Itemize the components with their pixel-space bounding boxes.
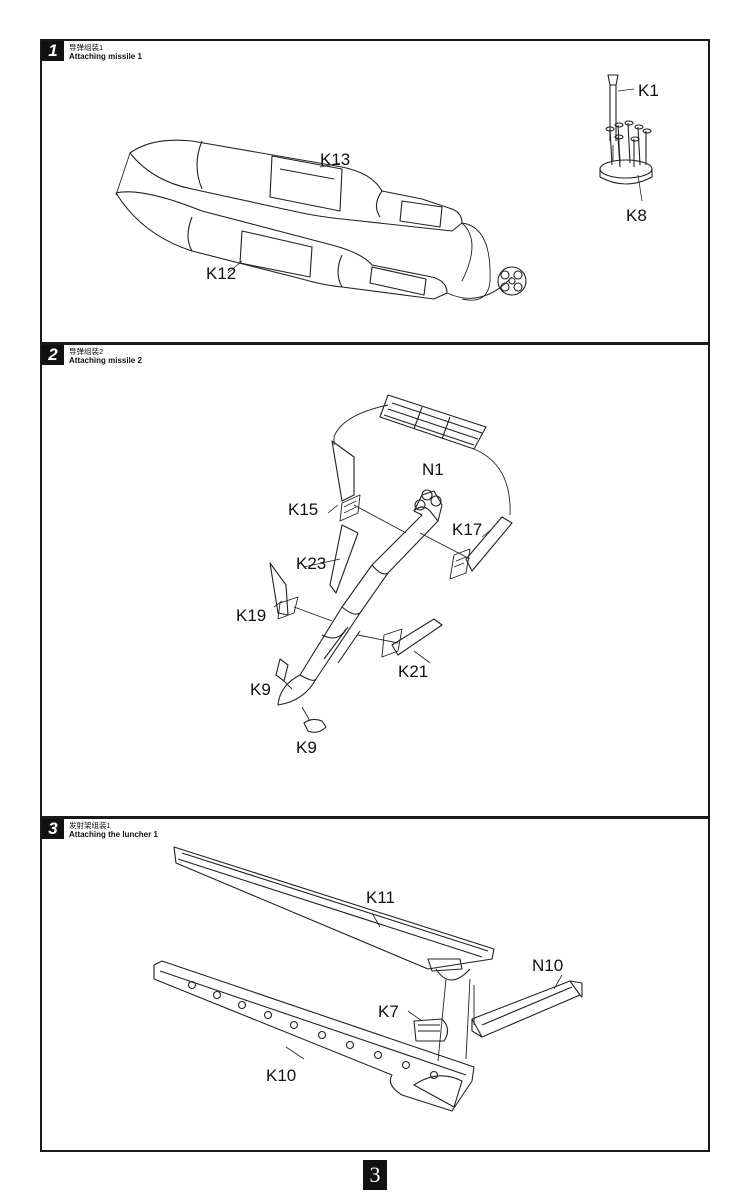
step-1-title-cn: 导弹组装1: [69, 43, 104, 52]
label-k15: K15: [288, 500, 318, 519]
step-2-title-en: Attaching missile 2: [69, 356, 142, 365]
label-k12: K12: [206, 264, 236, 283]
step-2-number: 2: [42, 345, 64, 365]
step-1-number: 1: [42, 41, 64, 61]
label-k1: K1: [638, 81, 659, 100]
missile-upper-half-k13: [129, 139, 463, 232]
label-n1: N1: [422, 460, 444, 479]
label-k9-upper: K9: [250, 680, 271, 699]
page-number: 3: [363, 1160, 387, 1190]
step-3-title-en: Attaching the luncher 1: [69, 830, 158, 839]
gear-segment-k7: [413, 1018, 449, 1042]
label-k13: K13: [320, 150, 350, 169]
label-k23: K23: [296, 554, 326, 573]
label-k21: K21: [398, 662, 428, 681]
missile-lower-half-k12: [115, 191, 448, 300]
step-2-title-cn: 导弹组装2: [69, 347, 104, 356]
label-k17: K17: [452, 520, 482, 539]
part-k9-lower: [303, 718, 327, 733]
label-k9-lower: K9: [296, 738, 317, 757]
step-3-number: 3: [42, 819, 64, 839]
missile-body: [277, 489, 443, 706]
label-k8: K8: [626, 206, 647, 225]
step-3-drawing: K11 N10 K7 K10: [153, 846, 583, 1112]
photo-etch-fret-n1: [379, 394, 487, 450]
step-1-panel: 1 导弹组装1 Attaching missile 1: [40, 39, 710, 344]
launcher-rail-k11: [173, 846, 495, 981]
label-k7: K7: [378, 1002, 399, 1021]
part-k9-upper: [275, 658, 289, 682]
fin-k19: [269, 562, 299, 620]
step-2-drawing: N1 K15 K17 K23 K19 K21 K9 K9: [236, 394, 513, 757]
fin-k15: [331, 440, 361, 522]
step-1-drawing: K13 K12 K1 K8: [115, 74, 659, 301]
label-k11: K11: [366, 888, 395, 907]
rocket-tube-cluster: [497, 266, 527, 296]
label-k19: K19: [236, 606, 266, 625]
fin-k17: [449, 516, 513, 580]
label-n10: N10: [532, 956, 563, 975]
cover-n10: [471, 980, 583, 1038]
tube-stand-k8: [599, 120, 653, 185]
launcher-frame-k10: [153, 960, 475, 1112]
step-1-title-en: Attaching missile 1: [69, 52, 142, 61]
tube-part-k1: [607, 74, 619, 161]
step-2-panel: 2 导弹组装2 Attaching missile 2: [40, 343, 710, 818]
fin-k21: [381, 618, 443, 658]
fin-k23: [329, 524, 359, 594]
label-k10: K10: [266, 1066, 296, 1085]
step-3-panel: 3 发射架组装1 Attaching the luncher 1: [40, 817, 710, 1152]
step-3-title-cn: 发射架组装1: [69, 821, 111, 830]
